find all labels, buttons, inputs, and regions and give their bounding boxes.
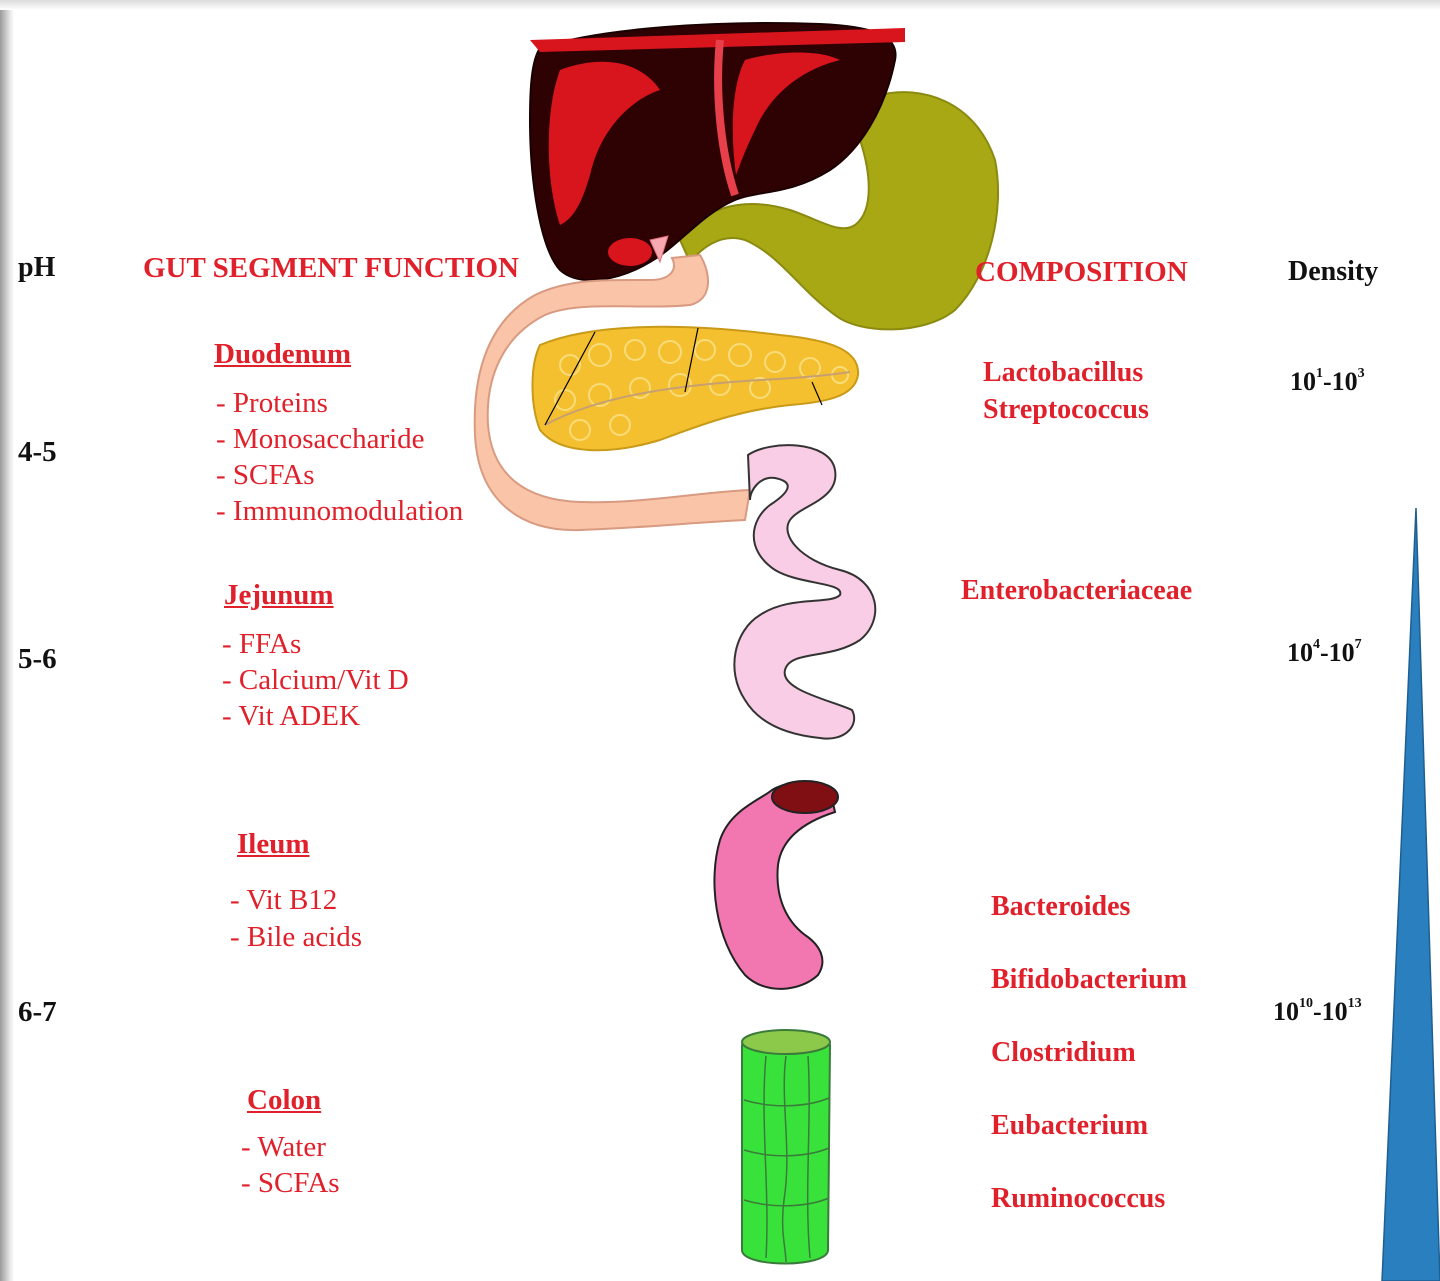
density-value-jejunum: 104-107: [1287, 640, 1362, 666]
density-value-colon: 1010-1013: [1273, 999, 1362, 1025]
segment-title-duodenum: Duodenum: [214, 340, 351, 369]
function-item: - FFAs: [222, 630, 301, 659]
segment-title-ileum: Ileum: [237, 830, 310, 859]
ileum-lumen: [772, 781, 838, 813]
bacteria-label: Clostridium: [991, 1039, 1136, 1067]
density-header: Density: [1288, 258, 1378, 286]
ph-value-jejunum: 5-6: [18, 645, 57, 674]
gallbladder-illustration: [608, 238, 652, 266]
function-item: - Water: [241, 1133, 326, 1162]
segment-title-colon: Colon: [247, 1086, 321, 1115]
function-item: - Bile acids: [230, 923, 362, 952]
function-item: - Proteins: [216, 389, 328, 418]
bacteria-label: Streptococcus: [983, 396, 1149, 424]
density-triangle: [1382, 508, 1440, 1281]
jejunum-illustration: [734, 445, 875, 738]
density-value-duodenum: 101-103: [1290, 369, 1365, 395]
function-item: - Vit ADEK: [222, 702, 360, 731]
function-item: - Vit B12: [230, 886, 337, 915]
bacteria-label: Ruminococcus: [991, 1185, 1165, 1213]
ph-value-colon: 6-7: [18, 998, 57, 1027]
function-item: - Monosaccharide: [216, 425, 425, 454]
function-item: - SCFAs: [241, 1169, 340, 1198]
function-item: - Calcium/Vit D: [222, 666, 409, 695]
bacteria-label: Bifidobacterium: [991, 966, 1187, 994]
ileum-illustration: [714, 783, 835, 989]
bacteria-label: Lactobacillus: [983, 359, 1143, 387]
bacteria-label: Bacteroides: [991, 893, 1130, 921]
bacteria-label: Enterobacteriaceae: [961, 577, 1192, 605]
ph-header: pH: [18, 254, 55, 282]
gut-segment-function-header: GUT SEGMENT FUNCTION: [143, 254, 519, 283]
ph-value-duodenum: 4-5: [18, 438, 57, 467]
segment-title-jejunum: Jejunum: [224, 581, 334, 610]
function-item: - SCFAs: [216, 461, 315, 490]
composition-header: COMPOSITION: [975, 258, 1188, 287]
function-item: - Immunomodulation: [216, 497, 463, 526]
colon-lumen: [742, 1030, 830, 1054]
bacteria-label: Eubacterium: [991, 1112, 1148, 1140]
